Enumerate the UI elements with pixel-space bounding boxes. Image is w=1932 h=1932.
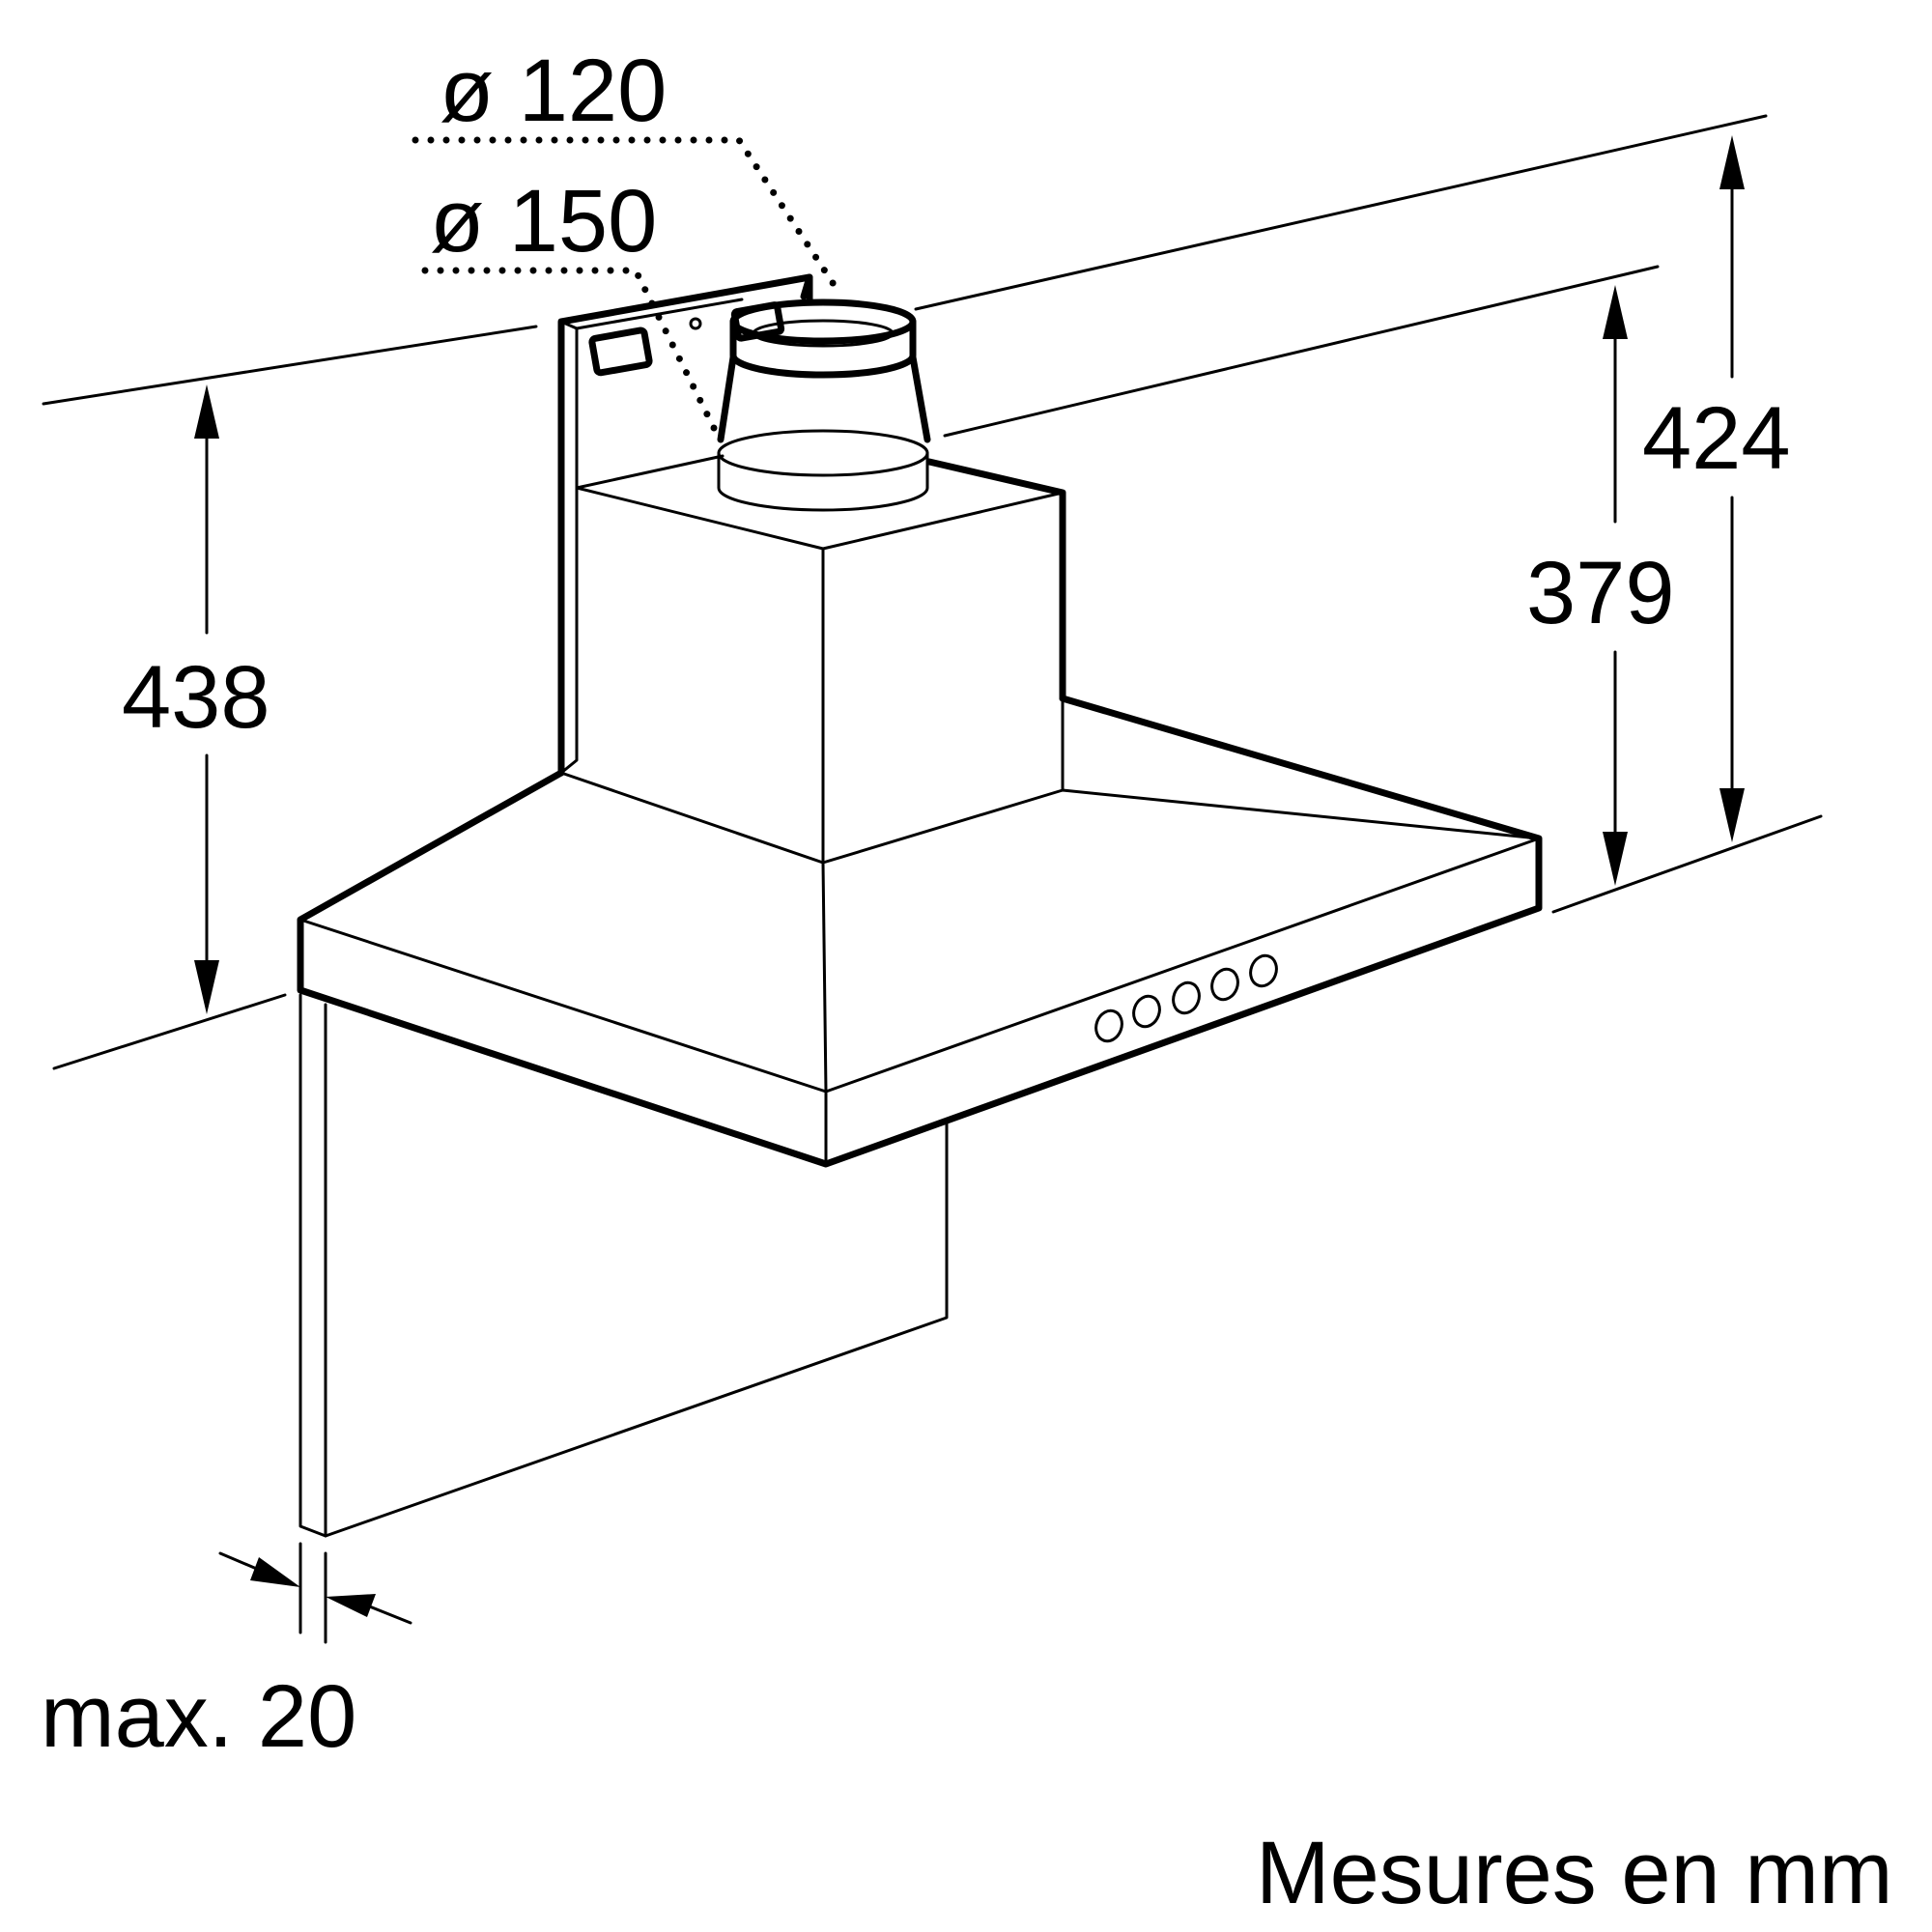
wall-panel — [298, 993, 949, 1538]
dimension-line-424 — [1719, 135, 1745, 842]
control-button-3 — [1172, 980, 1201, 1015]
dimension-424-label: 424 — [1642, 389, 1791, 488]
dimension-line-379 — [1603, 285, 1628, 886]
ceiling-reference-lines — [42, 114, 1768, 438]
control-buttons — [1094, 953, 1278, 1043]
dimension-438-label: 438 — [122, 648, 270, 747]
diameter-120-label: ø 120 — [440, 42, 667, 140]
max-20-label: max. 20 — [41, 1667, 356, 1766]
exhaust-collar — [717, 273, 931, 512]
control-button-4 — [1210, 967, 1239, 1002]
diameter-leader-lines — [412, 136, 844, 443]
control-button-2 — [1132, 994, 1161, 1029]
dimension-line-438 — [194, 384, 219, 1014]
dimension-379-label: 379 — [1526, 544, 1675, 642]
chimney-back-plate — [557, 273, 813, 777]
hood-canopy — [297, 695, 1543, 1168]
control-button-1 — [1094, 1009, 1123, 1043]
dimension-line-max20 — [218, 1542, 412, 1644]
diameter-150-label: ø 150 — [430, 172, 657, 270]
control-button-5 — [1249, 953, 1278, 988]
base-reference-lines — [52, 814, 1823, 1070]
chimney-box — [575, 454, 1066, 865]
units-note: Mesures en mm — [1256, 1824, 1893, 1922]
